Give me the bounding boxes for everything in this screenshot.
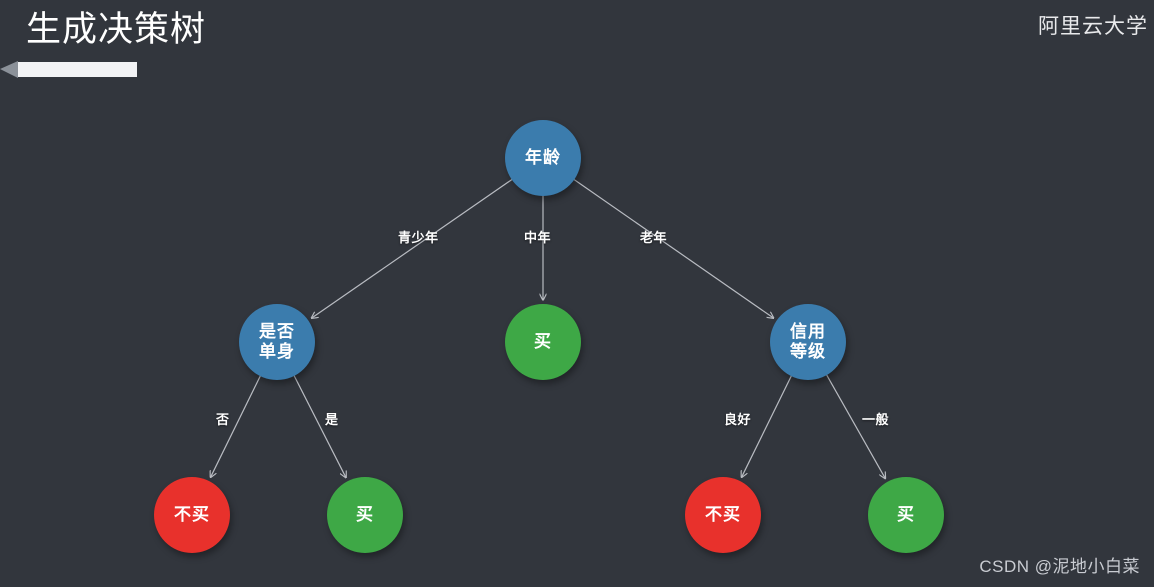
tree-edge [825, 373, 886, 478]
tree-edge-label: 是 [325, 412, 339, 427]
title-underline-cap-icon [0, 61, 18, 78]
tree-node-credit[interactable]: 信用等级 [770, 304, 846, 380]
tree-edge-label: 青少年 [398, 230, 439, 245]
tree-node-single[interactable]: 是否单身 [239, 304, 315, 380]
page-title: 生成决策树 [26, 10, 207, 49]
tree-node-buy-right[interactable]: 买 [868, 477, 944, 553]
tree-node-label: 年龄 [525, 148, 561, 167]
tree-node-label: 买 [897, 505, 915, 524]
tree-node-label: 是否单身 [259, 322, 295, 361]
tree-node-root[interactable]: 年龄 [505, 120, 581, 196]
tree-node-buy-mid[interactable]: 买 [505, 304, 581, 380]
tree-node-label: 买 [356, 505, 374, 524]
tree-edge-label: 老年 [640, 230, 668, 245]
title-underline-bar [18, 62, 137, 77]
tree-edge [211, 374, 262, 477]
tree-node-buy-left[interactable]: 买 [327, 477, 403, 553]
tree-edge-label: 良好 [724, 412, 752, 427]
tree-node-label: 不买 [705, 505, 741, 524]
tree-node-nobuy-right[interactable]: 不买 [685, 477, 761, 553]
tree-node-label: 信用等级 [790, 322, 826, 361]
tree-node-label: 不买 [174, 505, 210, 524]
tree-edge [292, 373, 346, 477]
tree-edge [312, 177, 514, 318]
watermark: CSDN @泥地小白菜 [979, 557, 1140, 576]
tree-edge [742, 374, 793, 477]
tree-edge [572, 178, 774, 319]
tree-edge-label: 中年 [524, 230, 552, 245]
tree-node-label: 买 [534, 332, 552, 351]
brand-label: 阿里云大学 [1038, 15, 1148, 38]
tree-edge-label: 否 [216, 412, 230, 427]
tree-node-nobuy-left[interactable]: 不买 [154, 477, 230, 553]
tree-edge-label: 一般 [862, 412, 890, 427]
